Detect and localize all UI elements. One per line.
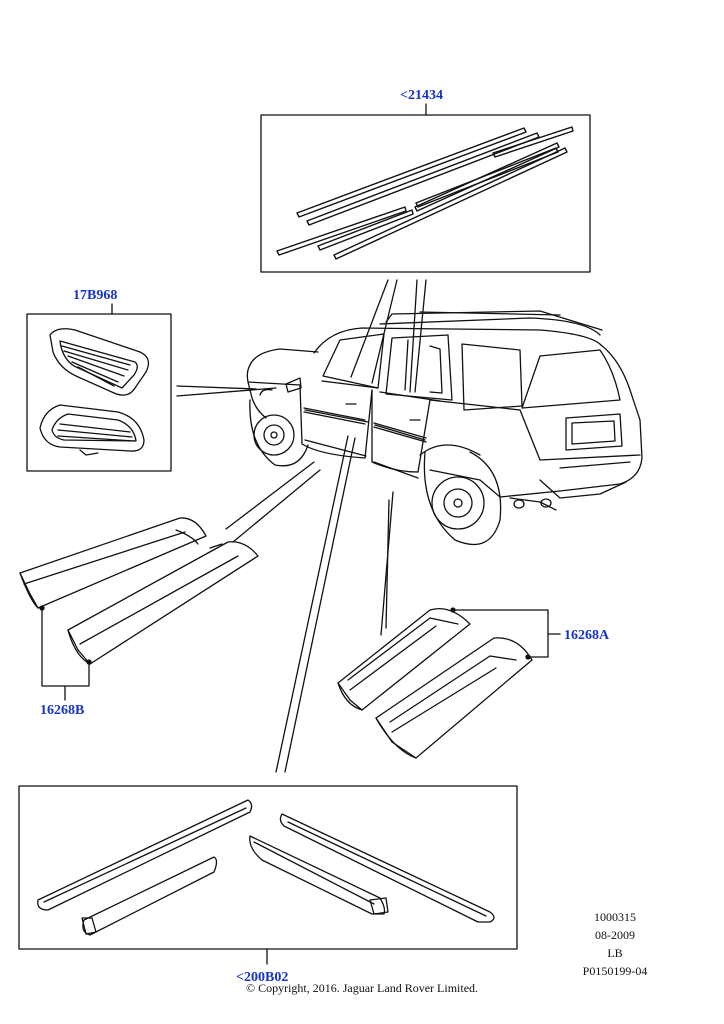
callout-lower-cladding-kit[interactable]: <200B02 [236,970,289,985]
callout-side-vent[interactable]: 17B968 [73,288,118,303]
diagram-code: LB [607,946,623,960]
side-vent-grille-icon [39,328,150,456]
side-vent-box [26,303,277,472]
rear-door-trim-group [337,491,561,759]
callout-rear-door-trim[interactable]: 16268A [564,628,610,643]
callout-moulding-kit[interactable]: <21434 [400,88,443,103]
door-trim-panel-icon [337,607,533,759]
vehicle-illustration-icon [246,310,643,546]
diagram-reference: 1000315 [594,910,636,924]
copyright-notice: © Copyright, 2016. Jaguar Land Rover Lim… [245,981,479,995]
lower-cladding-kit-box [18,435,518,965]
cladding-strip-icon [37,799,495,936]
moulding-kit-box [260,103,591,393]
door-trim-panel-icon [19,517,259,665]
callout-front-door-trim[interactable]: 16268B [40,703,85,718]
diagram-date: 08-2009 [595,928,635,942]
front-door-trim-group [19,461,321,701]
illustration-number: P0150199-04 [582,964,648,978]
moulding-strip-icon [276,126,574,260]
